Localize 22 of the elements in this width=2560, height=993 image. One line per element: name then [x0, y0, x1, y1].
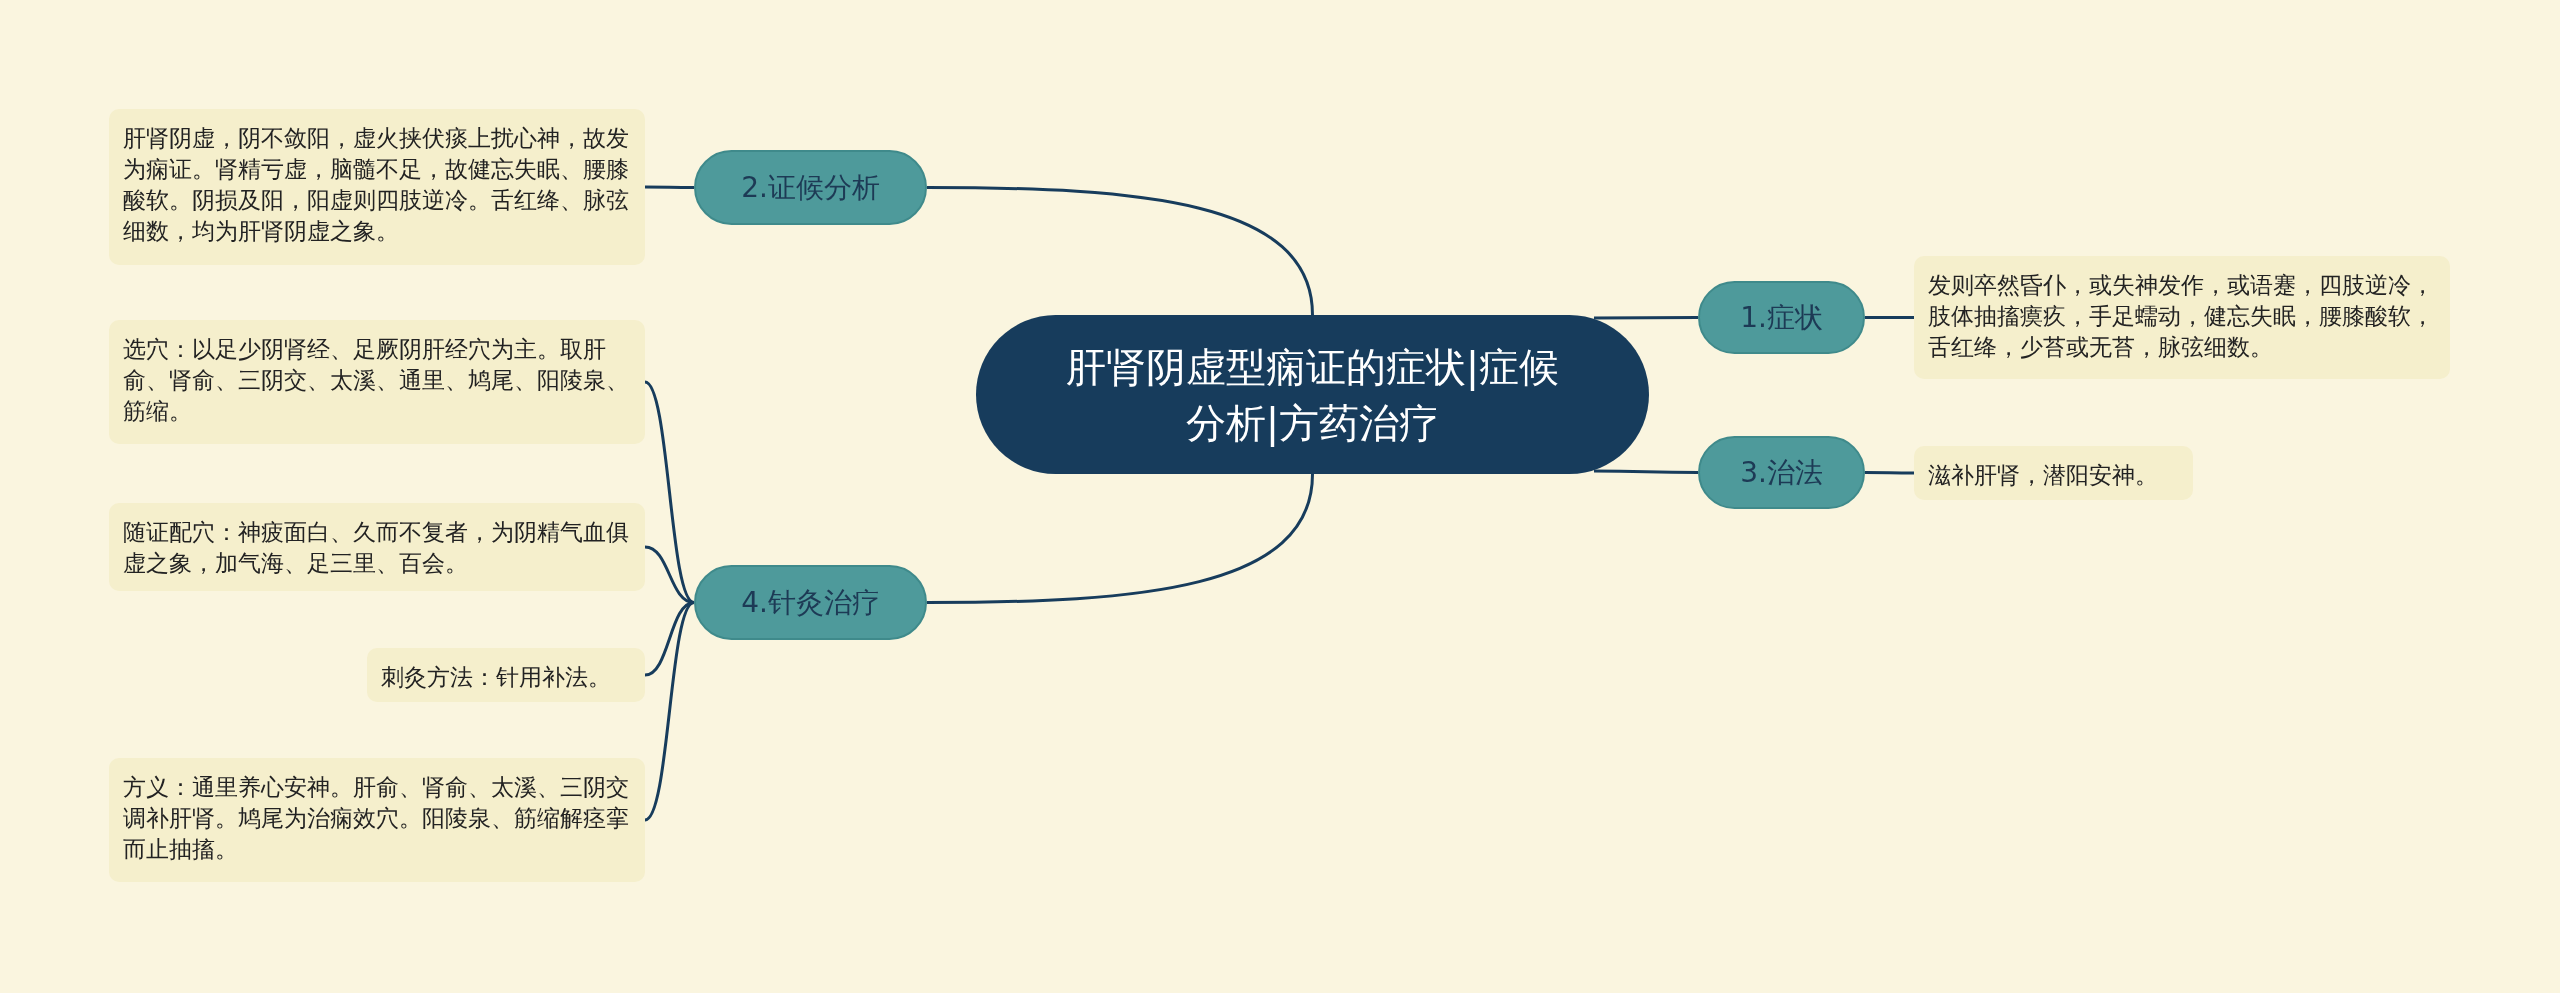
connector-line: [644, 601, 695, 822]
note-box: 肝肾阴虚，阴不敛阳，虚火挟伏痰上扰心神，故发为痫证。肾精亏虚，脑髓不足，故健忘失眠、腰膝酸软。阴损及阳，阳虚则四肢逆冷。舌红绛、脉弦细数，均为肝肾阴虚之象。: [109, 109, 645, 265]
note-box: 发则卒然昏仆，或失神发作，或语蹇，四肢逆冷，肢体抽搐瘼疚，手足蠕动，健忘失眠，腰膝酸软，舌红绛，少苔或无苔，脉弦细数。: [1914, 256, 2450, 379]
connector-line: [1594, 469, 1698, 474]
note-box: 滋补肝肾，潜阳安神。: [1914, 446, 2193, 500]
note-box: 选穴：以足少阴肾经、足厥阴肝经穴为主。取肝俞、肾俞、三阴交、太溪、通里、鸠尾、阳陵泉、筋缩。: [109, 320, 645, 444]
connector-line: [927, 186, 1314, 316]
connector-line: [927, 473, 1314, 604]
note-box: 刺灸方法：针用补法。: [367, 648, 645, 702]
connector-line: [644, 601, 695, 677]
note-box: 随证配穴：神疲面白、久而不复者，为阴精气血俱虚之象，加气海、足三里、百会。: [109, 503, 645, 591]
central-topic: 肝肾阴虚型痫证的症状|症候分析|方药治疗: [976, 315, 1649, 474]
connector-line: [644, 380, 695, 604]
note-box: 方义：通里养心安神。肝俞、肾俞、太溪、三阴交调补肝肾。鸠尾为治痫效穴。阳陵泉、筋缩解痉挛而止抽搐。: [109, 758, 645, 882]
topic-pill: 4.针灸治疗: [694, 565, 927, 640]
topic-pill: 3.治法: [1698, 436, 1865, 509]
connector-line: [645, 185, 694, 189]
topic-pill: 1.症状: [1698, 281, 1865, 354]
connector-line: [1865, 316, 1914, 319]
connector-line: [1865, 471, 1914, 475]
topic-pill: 2.证候分析: [694, 150, 927, 225]
connector-line: [1594, 316, 1698, 320]
